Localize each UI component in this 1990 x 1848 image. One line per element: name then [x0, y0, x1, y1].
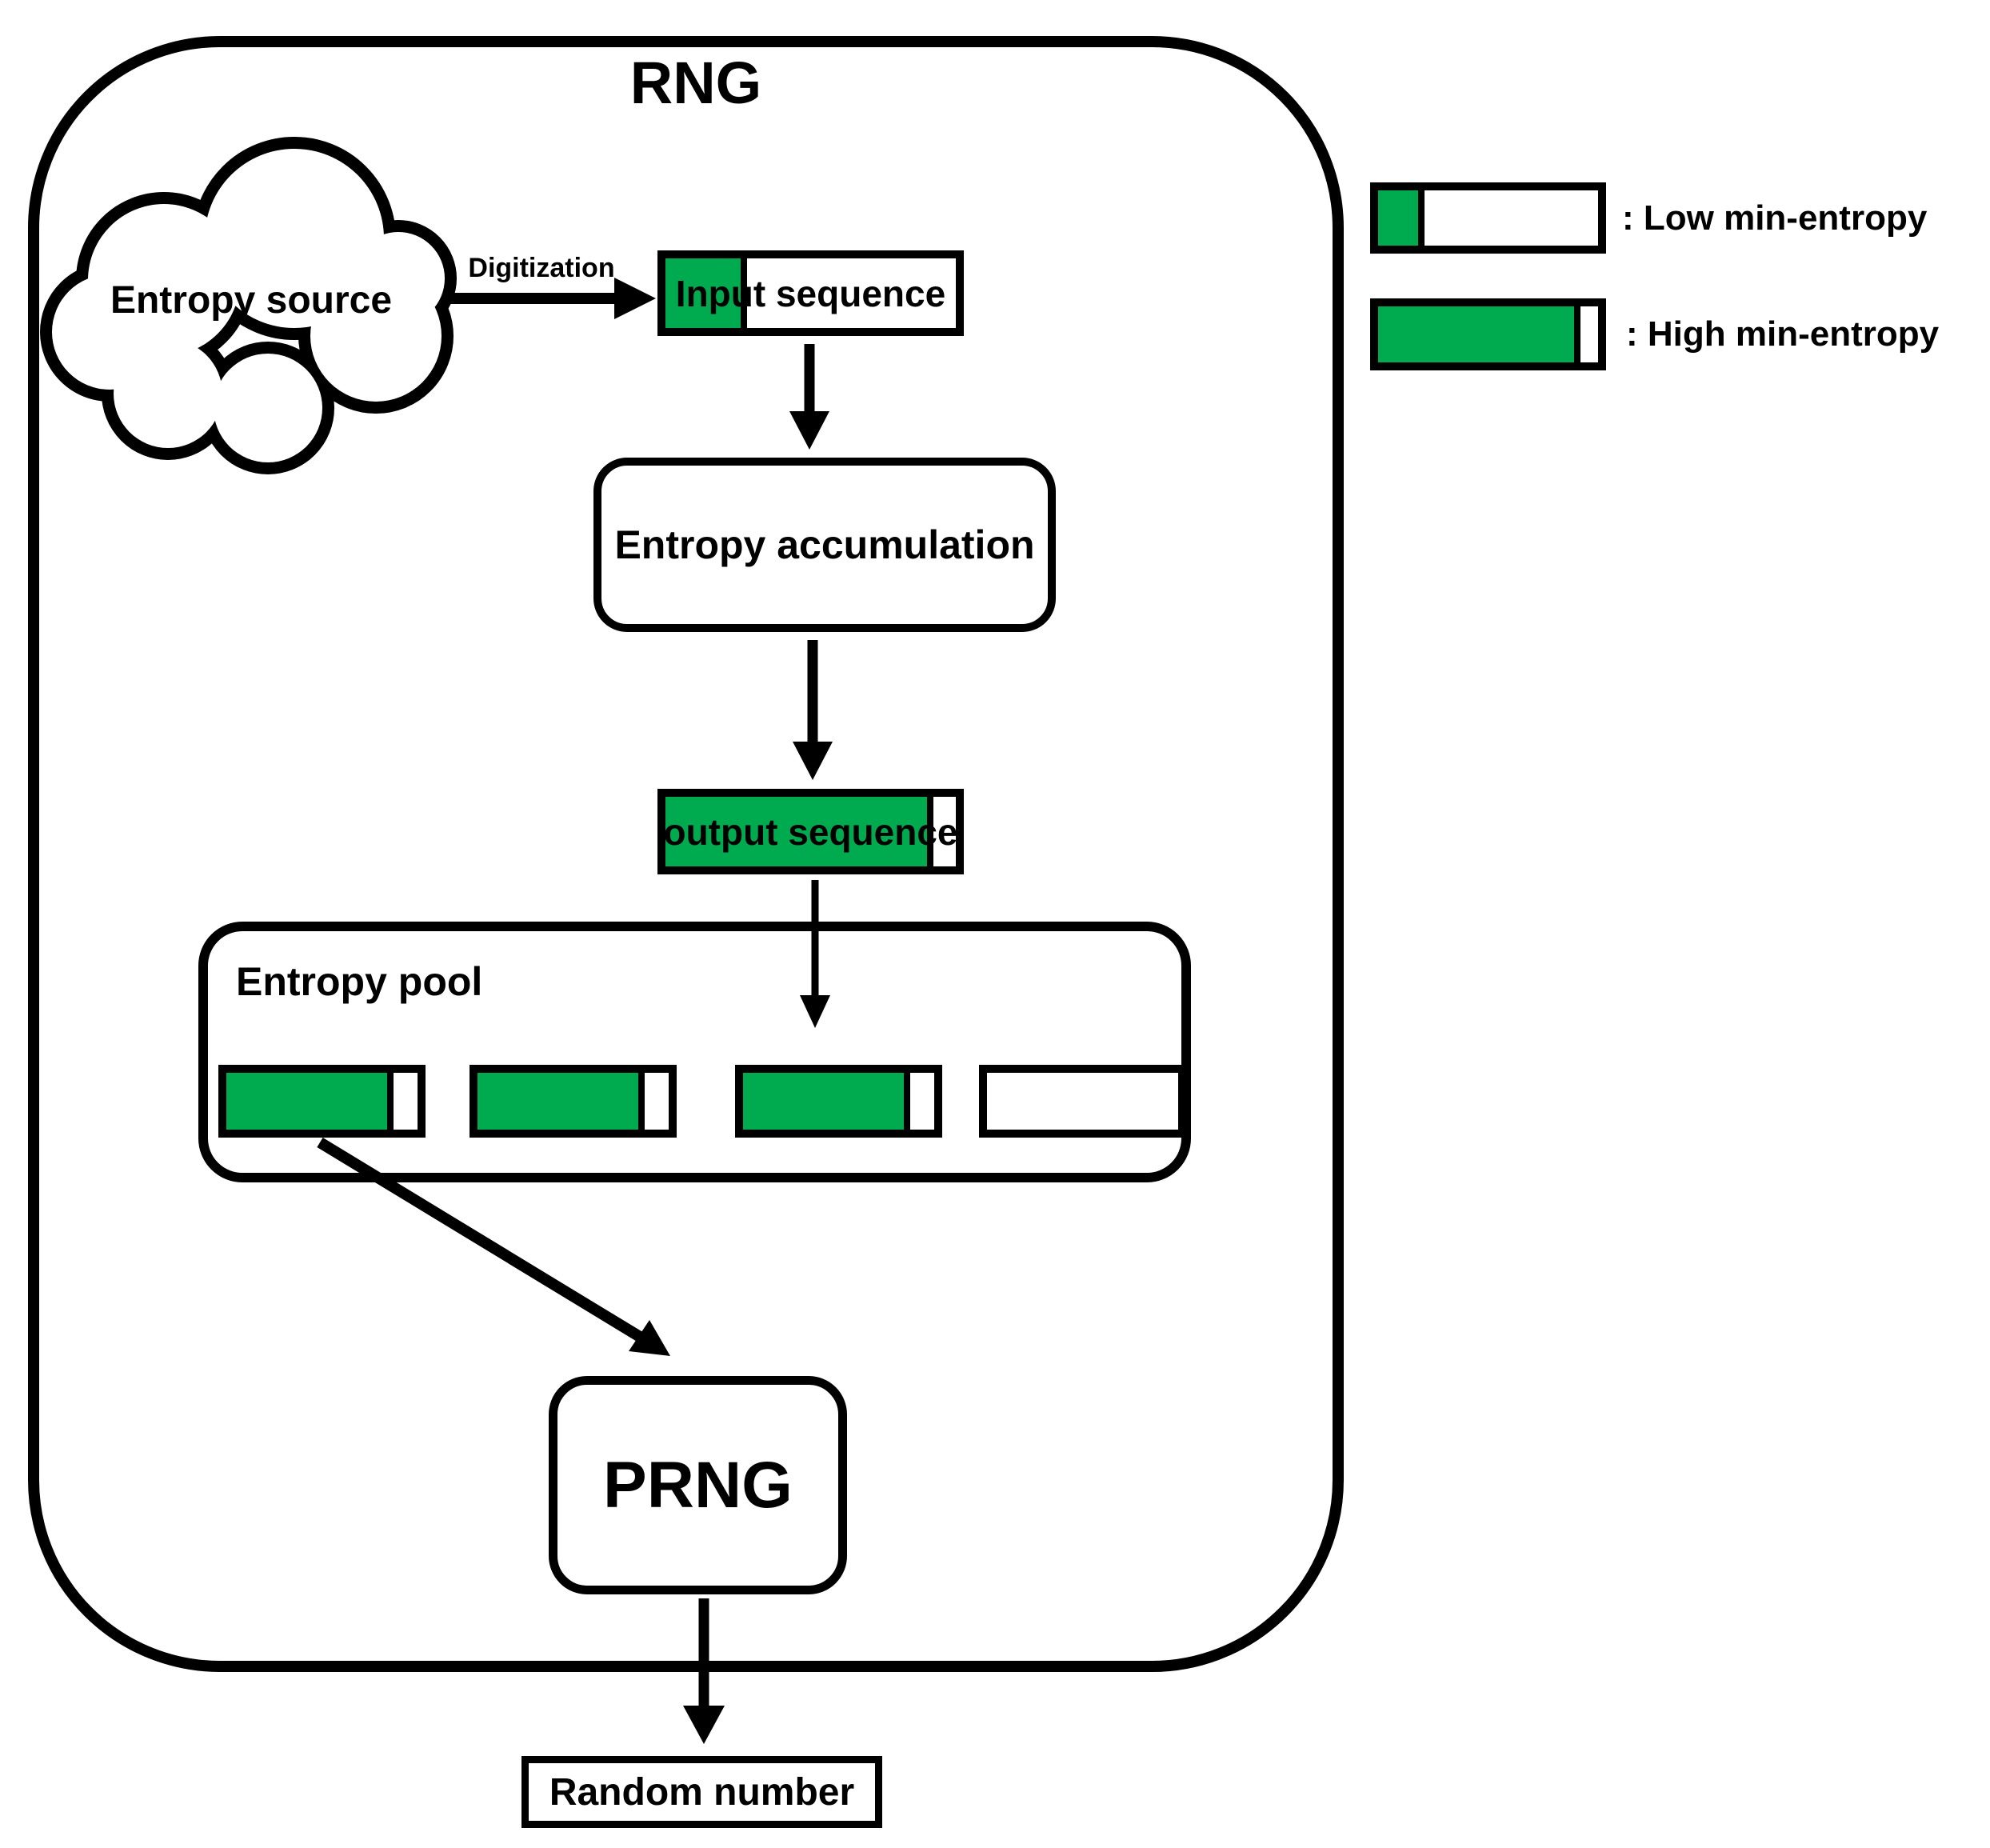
legend-swatch-low — [1370, 182, 1606, 254]
legend-swatch-low-fill — [1378, 190, 1425, 246]
pool-cell-2 — [470, 1065, 677, 1138]
digitization-label: Digitization — [468, 252, 615, 283]
entropy-source-label: Entropy source — [110, 278, 393, 322]
entropy-accumulation-label: Entropy accumulation — [614, 522, 1035, 567]
prng-box — [549, 1376, 847, 1594]
prng-label: PRNG — [603, 1448, 793, 1522]
legend-swatch-high-fill — [1378, 306, 1580, 362]
input-sequence-box — [657, 250, 964, 336]
output-sequence-label: output sequence — [663, 810, 958, 853]
entropy-pool-label: Entropy pool — [236, 959, 483, 1004]
pool-cell-2-fill — [478, 1073, 645, 1130]
pool-cell-1-fill — [226, 1073, 394, 1130]
rng-container-box — [28, 36, 1344, 1672]
input-sequence-low-entropy-fill — [665, 258, 748, 328]
rng-title: RNG — [629, 49, 762, 116]
legend-swatch-high — [1370, 298, 1606, 370]
random-number-label: Random number — [549, 1770, 855, 1814]
pool-cell-4-empty — [979, 1065, 1186, 1138]
pool-cell-3-fill — [743, 1073, 910, 1130]
input-sequence-label: Input sequence — [675, 272, 946, 314]
entropy-accumulation-box — [593, 458, 1056, 632]
pool-cell-1 — [218, 1065, 426, 1138]
output-sequence-box — [657, 789, 964, 874]
output-sequence-high-entropy-fill — [665, 797, 933, 866]
legend-label-low: : Low min-entropy — [1622, 198, 1928, 238]
pool-cell-3 — [735, 1065, 942, 1138]
legend-label-high: : High min-entropy — [1626, 314, 1940, 354]
random-number-box — [521, 1756, 882, 1828]
